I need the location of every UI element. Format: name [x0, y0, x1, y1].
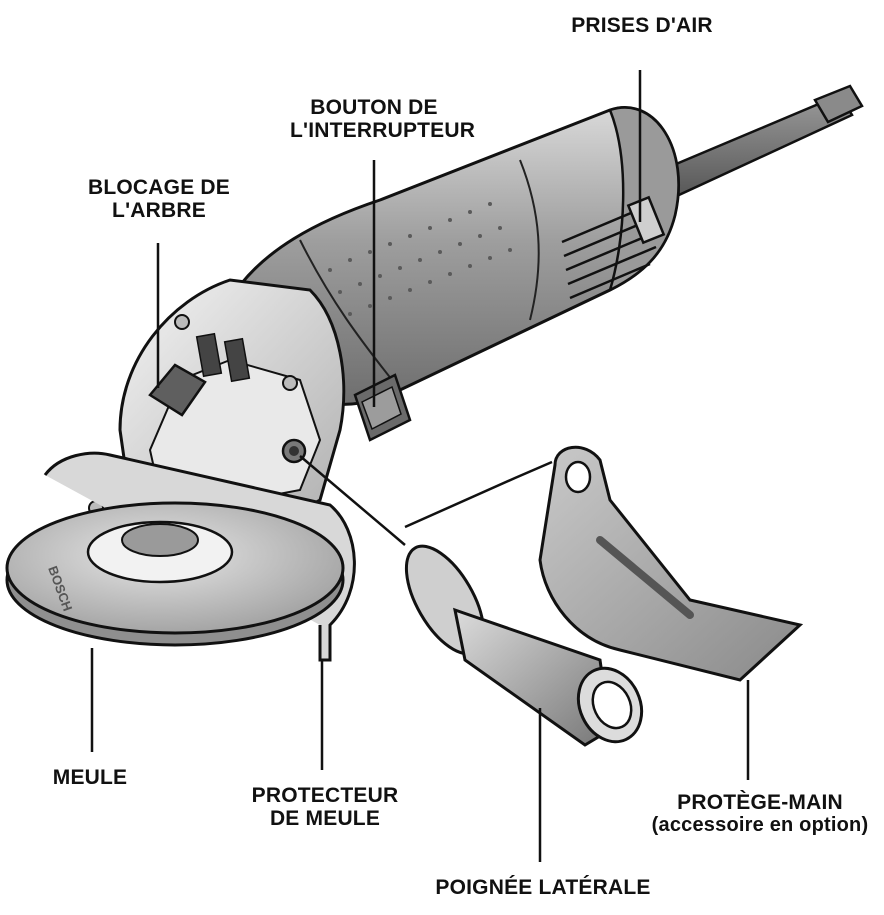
label-spindle-lock-line1: BLOCAGE DE — [88, 176, 231, 199]
label-guard-line1: PROTECTEUR — [251, 784, 399, 807]
label-hand-guard-line1: PROTÈGE-MAIN — [677, 791, 843, 814]
grinding-wheel: BOSCH — [5, 501, 345, 647]
leader-assembly — [299, 455, 553, 546]
label-switch-line2: L'INTERRUPTEUR — [290, 119, 476, 142]
label-spindle-lock-line2: L'ARBRE — [112, 199, 206, 222]
label-side-handle-text: POIGNÉE LATÉRALE — [435, 876, 651, 899]
side-handle — [404, 544, 644, 747]
label-switch: BOUTON DE L'INTERRUPTEUR — [290, 96, 476, 142]
power-cord — [648, 84, 864, 202]
hand-guard — [538, 445, 804, 682]
spindle-lock-button — [148, 363, 207, 417]
label-wheel-text: MEULE — [52, 766, 128, 789]
label-guard-line2: DE MEULE — [269, 807, 381, 830]
gear-head — [88, 278, 346, 524]
label-air-vents-text: PRISES D'AIR — [571, 14, 713, 37]
label-switch-line1: BOUTON DE — [310, 96, 438, 119]
label-air-vents: PRISES D'AIR — [560, 14, 724, 37]
label-side-handle: POIGNÉE LATÉRALE — [428, 876, 658, 899]
air-vents — [561, 195, 666, 300]
label-hand-guard: PROTÈGE-MAIN (accessoire en option) — [646, 791, 874, 837]
label-hand-guard-line2: (accessoire en option) — [651, 814, 869, 836]
label-wheel: MEULE — [40, 766, 140, 789]
label-guard: PROTECTEUR DE MEULE — [250, 784, 400, 830]
leader-lines — [90, 70, 750, 862]
switch-button — [353, 373, 412, 442]
label-spindle-lock: BLOCAGE DE L'ARBRE — [88, 176, 230, 222]
